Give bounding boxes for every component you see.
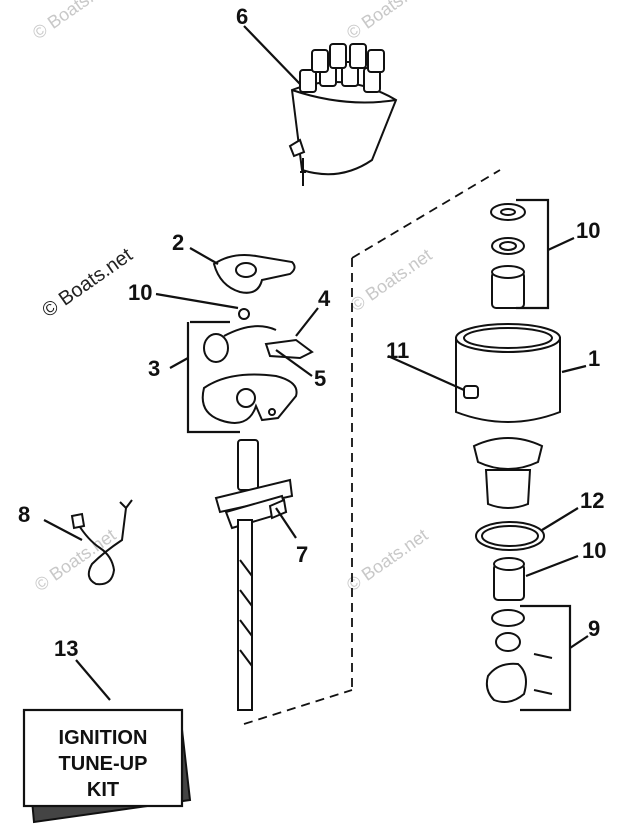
leader-lines (43, 25, 589, 712)
ignition-tune-up-kit-box: IGNITION TUNE-UP KIT (22, 708, 192, 824)
callout-9: 9 (588, 616, 600, 641)
callout-12: 12 (580, 488, 604, 513)
kit-line-3: KIT (87, 779, 119, 801)
callout-11: 11 (386, 338, 409, 363)
dashed-assembly-outline (243, 169, 501, 725)
distributor-cap (288, 43, 398, 186)
callout-4: 4 (318, 286, 331, 311)
right-parts-stack (455, 203, 561, 703)
kit-line-2: TUNE-UP (59, 753, 148, 775)
callout-8: 8 (18, 502, 30, 527)
callout-10-bottom-right: 10 (582, 538, 606, 563)
watermark-mid-right: © Boats.net (347, 245, 436, 315)
callout-7: 7 (296, 542, 308, 567)
callout-2: 2 (172, 230, 184, 255)
callout-10-left: 10 (128, 280, 152, 305)
callout-3: 3 (148, 356, 160, 381)
callout-numbers: 6 2 10 4 3 5 10 11 1 8 12 7 10 9 13 (18, 4, 606, 661)
callout-5: 5 (314, 366, 326, 391)
kit-line-1: IGNITION (59, 727, 148, 749)
condenser-lead (70, 499, 133, 586)
distributor-shaft (214, 439, 294, 711)
watermark-bottom-right: © Boats.net (343, 525, 432, 595)
callout-6: 6 (236, 4, 248, 29)
breaker-plate-assembly (201, 308, 314, 424)
rotor (212, 254, 296, 294)
watermark-top-right: © Boats.net (343, 0, 432, 43)
watermark-top-left: © Boats.net (29, 0, 118, 43)
callout-13: 13 (54, 636, 78, 661)
callout-1: 1 (588, 346, 600, 371)
callout-10-top-right: 10 (576, 218, 600, 243)
watermark-left: © Boats.net (38, 244, 137, 322)
